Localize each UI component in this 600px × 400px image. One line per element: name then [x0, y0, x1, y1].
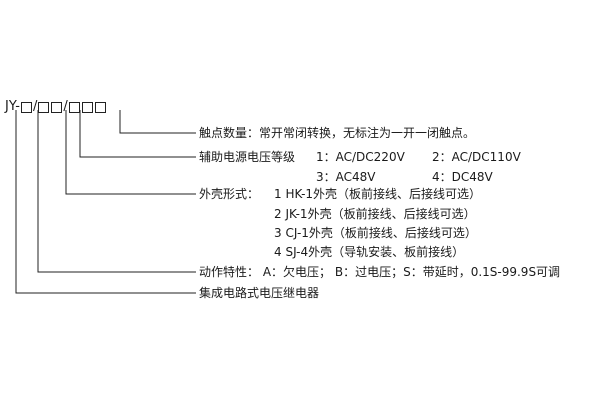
- legend-product: 集成电路式电压继电器: [199, 286, 320, 300]
- leader-line-product: [15, 110, 196, 294]
- leader-line-contacts: [119, 110, 196, 134]
- leader-line-housing: [65, 110, 196, 195]
- model-code: JY- / /: [5, 99, 107, 116]
- legend-contacts: 触点数量：常开常闭转换，无标注为一开一闭触点。: [199, 126, 476, 140]
- code-box-contacts-1: [68, 101, 80, 113]
- legend-housing-2: 2 JK-1外壳（板前接线、后接线可选）: [274, 207, 476, 221]
- code-separator-2: /: [63, 99, 68, 114]
- legend-voltage-3: 3：AC48V: [316, 170, 376, 184]
- leader-line-voltage: [79, 110, 196, 158]
- code-box-housing: [38, 101, 50, 113]
- legend-voltage-4: 4：DC48V: [432, 170, 493, 184]
- legend-housing-title: 外壳形式：: [199, 187, 260, 201]
- legend-housing-4: 4 SJ-4外壳（导轨安装、板前接线）: [274, 245, 465, 259]
- code-separator-1: /: [32, 99, 38, 114]
- legend-voltage-2: 2：AC/DC110V: [432, 150, 521, 164]
- code-box-voltage: [51, 101, 63, 113]
- code-box-action: [20, 101, 32, 113]
- legend-voltage-title: 辅助电源电压等级: [199, 150, 296, 164]
- leader-line-action: [37, 110, 196, 273]
- legend-voltage-1: 1：AC/DC220V: [316, 150, 405, 164]
- legend-action: 动作特性： A：欠电压； B：过电压；S：带延时，0.1S-99.9S可调: [199, 265, 561, 279]
- model-prefix: JY-: [5, 99, 20, 114]
- legend-housing-3: 3 CJ-1外壳（板前接线、后接线可选）: [274, 226, 477, 240]
- code-box-contacts-3: [94, 101, 106, 113]
- code-box-contacts-2: [81, 101, 93, 113]
- legend-housing-1: 1 HK-1外壳（板前接线、后接线可选）: [274, 187, 482, 201]
